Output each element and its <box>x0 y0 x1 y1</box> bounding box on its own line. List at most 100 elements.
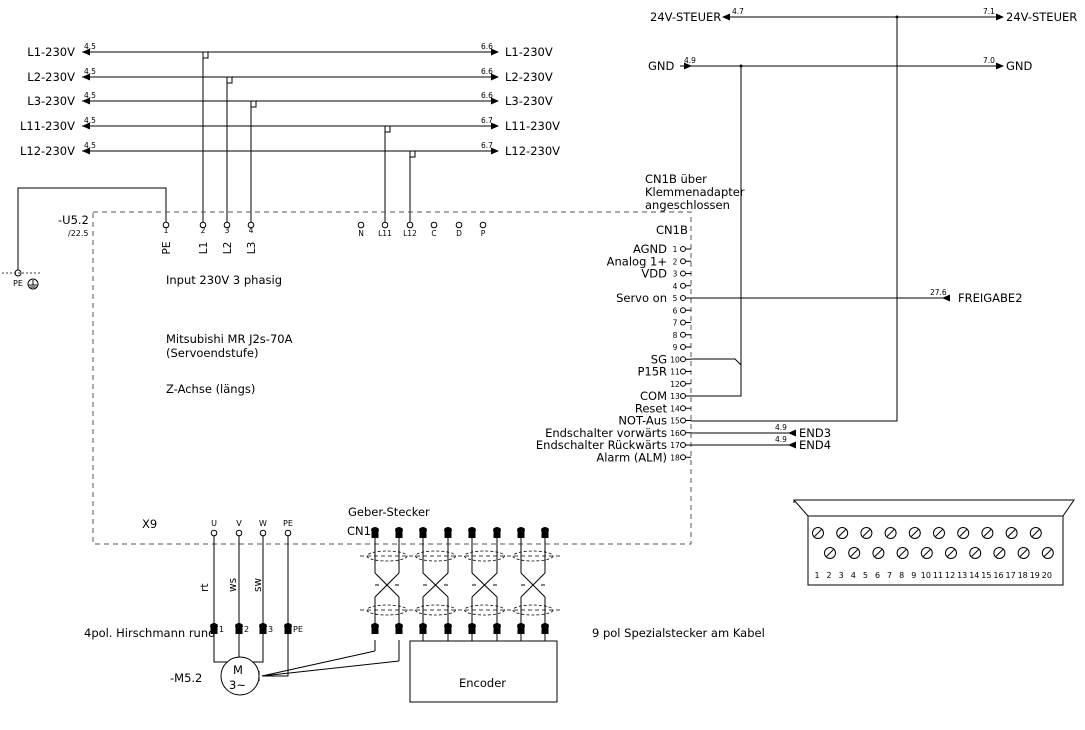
plug-pin-cap <box>284 623 292 628</box>
block-screw-bottom <box>896 547 909 559</box>
end4-ref-label: END4 <box>799 438 831 452</box>
servo-module-frame <box>92 211 692 545</box>
wire-color-rt: rt <box>199 584 211 592</box>
cn1b-pin-number: 9 <box>673 343 678 352</box>
block-screw-slot <box>935 529 943 537</box>
cn1b-title: CN1B <box>656 223 688 237</box>
block-screw-slot <box>971 549 980 557</box>
motor-symbol-top: M <box>233 663 243 677</box>
block-terminal-number: 11 <box>933 571 943 580</box>
cn1-pin-cap <box>444 527 452 532</box>
right-ref-page: 6.6 <box>481 42 493 51</box>
block-terminal-number: 5 <box>863 571 868 580</box>
block-terminal-number: 20 <box>1042 571 1052 580</box>
plug-pin-cap <box>210 623 218 628</box>
terminal-name: L3 <box>246 242 258 255</box>
gnd-left-ref-page: 4.9 <box>684 56 696 65</box>
module-id: -U5.2 <box>58 213 89 227</box>
block-terminal-number: 9 <box>911 571 916 580</box>
cn1b-pin-label: COM <box>640 389 667 403</box>
encoder-plug-pin <box>517 624 525 634</box>
terminal-name: PE <box>161 242 173 255</box>
cn1b-pin-number: 3 <box>673 270 678 279</box>
top-left-ref-page: 4.7 <box>732 7 744 16</box>
cn1b-pin-number: 13 <box>670 392 680 401</box>
plug-pin <box>284 624 292 634</box>
cn1b-external-refs: FREIGABE2 27.6 END3 4.9 END4 4.9 <box>691 288 1023 452</box>
block-screw-bottom <box>824 547 836 559</box>
terminal-circle <box>199 221 207 229</box>
top-right-ref-label: 24V-STEUER <box>1006 10 1077 24</box>
cn1b-pin-label: Servo on <box>616 291 667 305</box>
x9-terminal-name: PE <box>283 519 293 528</box>
cn1b-pin-label: AGND <box>633 242 667 256</box>
right-ref-label: L3-230V <box>505 94 553 108</box>
block-terminal-number: 3 <box>839 571 844 580</box>
encoder-plug-pin <box>493 624 501 634</box>
cn1b-pin-circle <box>680 295 686 301</box>
cn1b-pin-circle <box>680 356 686 363</box>
cn1b-pin-circle <box>680 246 686 252</box>
terminal-name: L1 <box>198 242 210 255</box>
cn1b-pin-label: SG <box>651 352 667 366</box>
encoder-plug-pin <box>444 624 452 634</box>
aux-terminal-name: N <box>358 229 364 238</box>
block-terminal-number: 6 <box>875 571 880 580</box>
right-ref-page: 6.6 <box>481 67 493 76</box>
block-screw-top <box>933 527 945 539</box>
block-screw-bottom <box>872 547 885 559</box>
motor-symbol-bottom: 3~ <box>229 678 246 692</box>
twisted-pair-cross <box>520 572 546 598</box>
block-terminal-number: 12 <box>945 571 955 580</box>
block-terminal-number: 2 <box>827 571 832 580</box>
block-screw-slot <box>922 549 931 557</box>
block-terminal-number: 19 <box>1030 571 1040 580</box>
left-ref-page: 4.5 <box>84 91 96 100</box>
cn1b-pin-label: Endschalter vorwärts <box>545 426 667 440</box>
cn1b-pin-label: P15R <box>637 365 667 379</box>
block-terminal-number: 15 <box>981 571 991 580</box>
block-terminal-number: 7 <box>887 571 892 580</box>
terminal-number: 3 <box>225 226 230 235</box>
block-screw-slot <box>838 529 847 537</box>
encoder-box <box>409 640 558 703</box>
aux-terminal-name: C <box>431 229 436 238</box>
left-ref-label: L2-230V <box>27 70 75 84</box>
block-terminal-number: 18 <box>1018 571 1028 580</box>
aux-terminal-circle <box>406 221 414 229</box>
cn1b-pin-circle <box>680 331 686 338</box>
cn1-pin-cap <box>468 527 476 532</box>
aux-terminal-name: D <box>456 229 462 238</box>
cn1-pin-cap <box>517 527 525 532</box>
block-screw-top <box>812 527 824 539</box>
right-ref-label: L12-230V <box>505 144 560 158</box>
encoder-plug-pin <box>468 624 476 634</box>
block-screw-top <box>1005 527 1018 539</box>
aux-terminal-circle <box>479 221 487 229</box>
cn1b-pin-number: 10 <box>670 355 680 364</box>
block-screw-slot <box>826 549 834 557</box>
left-ref-page: 4.5 <box>84 42 96 51</box>
terminal-circle <box>247 221 255 229</box>
right-supply-references: L1-230V6.6L2-230V6.6L3-230V6.6L11-230V6.… <box>481 42 560 158</box>
twisted-pair-cross <box>471 572 498 598</box>
aux-terminal-circle <box>455 221 463 229</box>
block-screw-top <box>860 527 873 539</box>
block-terminal-number: 10 <box>921 571 931 580</box>
end4-ref-page: 4.9 <box>775 435 787 444</box>
twisted-pair-cross <box>422 572 449 598</box>
gnd-left-ref-label: GND <box>648 59 675 73</box>
cn1-pin <box>395 528 403 538</box>
cn1b-pin-number: 18 <box>670 453 680 462</box>
plug-pin-cap <box>235 623 243 628</box>
end3-ref-label: END3 <box>799 426 831 440</box>
cn1b-pin-number: 14 <box>670 404 680 413</box>
cn1b-pin-number: 8 <box>673 331 678 340</box>
block-screw-slot <box>959 529 968 537</box>
supply-lines <box>17 51 495 270</box>
shield-ellipse <box>366 550 408 562</box>
